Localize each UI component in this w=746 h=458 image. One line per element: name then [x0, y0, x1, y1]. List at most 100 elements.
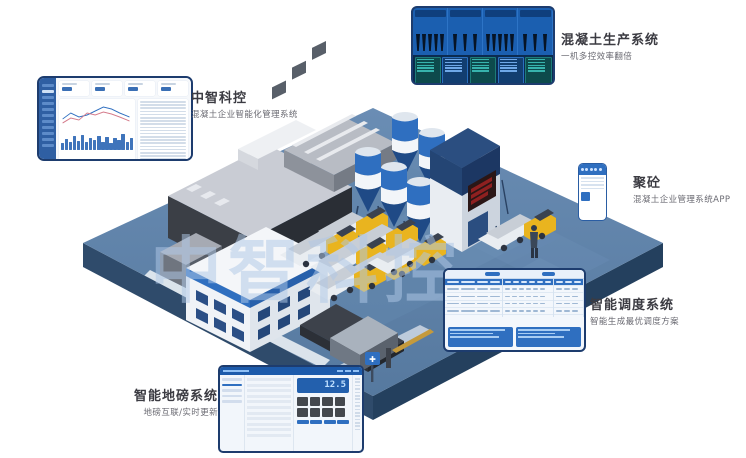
table-row[interactable]	[445, 301, 502, 308]
table-row[interactable]	[503, 293, 553, 301]
table-row[interactable]	[445, 286, 502, 294]
form-field[interactable]	[247, 400, 291, 404]
mobile-app-screen[interactable]	[578, 163, 607, 221]
kpi-card[interactable]	[158, 81, 188, 96]
camera-thumbnail[interactable]	[309, 408, 320, 417]
sidebar-item[interactable]	[41, 102, 54, 105]
nav-item[interactable]	[222, 394, 242, 398]
nav-item[interactable]	[222, 378, 242, 381]
camera-thumbnail[interactable]	[334, 408, 345, 417]
weighbridge-action-buttons[interactable]	[297, 420, 349, 424]
worker-figure	[530, 225, 538, 258]
scada-panel[interactable]	[497, 56, 524, 83]
app-icon[interactable]	[581, 168, 584, 171]
sidebar-item[interactable]	[41, 120, 54, 123]
camera-thumbnail[interactable]	[322, 408, 333, 417]
app-icon[interactable]	[589, 168, 593, 171]
sidebar-item[interactable]	[41, 114, 54, 117]
production-scada-screen[interactable]	[411, 6, 555, 85]
table-row[interactable]	[554, 301, 583, 308]
table-row[interactable]	[503, 301, 553, 308]
action-button[interactable]	[337, 420, 349, 424]
window-controls[interactable]	[337, 370, 359, 372]
data-list-panel[interactable]	[137, 99, 188, 159]
desktop-dashboard-screen[interactable]	[37, 76, 193, 161]
camera-thumbnail[interactable]	[334, 397, 345, 406]
summary-panel[interactable]	[516, 327, 581, 347]
scada-panel[interactable]	[525, 56, 552, 83]
form-field[interactable]	[247, 433, 291, 437]
form-field[interactable]	[247, 417, 291, 421]
table-row[interactable]	[503, 286, 553, 294]
weighbridge-body: 12.5	[220, 375, 362, 451]
app-tile[interactable]	[581, 192, 590, 201]
dispatch-grid-col	[554, 279, 584, 317]
form-field[interactable]	[247, 405, 291, 409]
sidebar-item[interactable]	[41, 126, 54, 129]
sidebar-item[interactable]	[41, 108, 54, 111]
sidebar-item[interactable]	[41, 144, 54, 147]
camera-thumbnail[interactable]	[297, 397, 308, 406]
weighbridge-log-list[interactable]	[352, 375, 362, 451]
scada-panel[interactable]	[414, 56, 441, 83]
weighbridge-screen[interactable]: 12.5	[218, 365, 364, 453]
form-field[interactable]	[247, 389, 291, 393]
kpi-card[interactable]	[59, 81, 89, 96]
scada-column[interactable]	[483, 8, 518, 55]
form-field[interactable]	[247, 394, 291, 398]
table-row[interactable]	[554, 293, 583, 301]
sidebar-item-active[interactable]	[41, 90, 54, 93]
app-icon[interactable]	[585, 168, 589, 171]
sidebar-item[interactable]	[41, 84, 54, 87]
camera-thumbnail[interactable]	[297, 408, 308, 417]
table-row[interactable]	[445, 308, 502, 315]
close-icon[interactable]	[353, 370, 359, 372]
office-building	[186, 227, 330, 352]
action-button[interactable]	[323, 420, 336, 424]
scada-column[interactable]	[413, 8, 448, 55]
form-field[interactable]	[247, 383, 291, 387]
camera-thumbnail-grid[interactable]	[297, 397, 349, 417]
form-field[interactable]	[247, 428, 291, 432]
table-row[interactable]	[503, 308, 553, 315]
kpi-card[interactable]	[125, 81, 155, 96]
form-field[interactable]	[247, 411, 291, 415]
sidebar-item[interactable]	[41, 96, 54, 99]
sidebar-item[interactable]	[41, 132, 54, 135]
form-field[interactable]	[247, 422, 291, 426]
table-row[interactable]	[554, 308, 583, 315]
table-row[interactable]	[554, 286, 583, 294]
scada-panel[interactable]	[469, 56, 497, 83]
summary-panel[interactable]	[448, 327, 513, 347]
dispatch-table-screen[interactable]	[443, 268, 586, 352]
nav-item[interactable]	[222, 389, 242, 392]
weighbridge-nav[interactable]	[220, 375, 244, 451]
table-row[interactable]	[445, 293, 502, 301]
dispatch-toolbar[interactable]	[445, 270, 584, 279]
app-header	[579, 164, 606, 175]
dispatch-action-button[interactable]	[542, 271, 555, 277]
action-button[interactable]	[310, 420, 323, 424]
nav-item[interactable]	[222, 400, 242, 403]
callout-title: 中智科控	[191, 91, 248, 106]
camera-thumbnail[interactable]	[309, 397, 320, 406]
sidebar-item[interactable]	[41, 138, 54, 141]
app-icon[interactable]	[598, 168, 602, 171]
scada-panel[interactable]	[442, 56, 469, 83]
action-button[interactable]	[297, 420, 309, 424]
scada-column[interactable]	[448, 8, 483, 55]
kpi-card[interactable]	[92, 81, 122, 96]
camera-thumbnail[interactable]	[322, 397, 333, 406]
minimize-icon[interactable]	[337, 370, 343, 372]
app-icon[interactable]	[594, 168, 598, 171]
maximize-icon[interactable]	[345, 370, 351, 372]
scada-column[interactable]	[518, 8, 553, 55]
nav-item-active[interactable]	[222, 383, 242, 387]
weighbridge-form[interactable]	[244, 375, 294, 451]
dashboard-sidebar[interactable]	[39, 78, 56, 159]
app-icon-row[interactable]	[579, 164, 606, 171]
callout-title: 智能地磅系统	[133, 389, 218, 404]
dispatch-action-button[interactable]	[485, 271, 500, 277]
form-field[interactable]	[247, 378, 291, 381]
callout-title: 聚砼	[633, 176, 662, 191]
